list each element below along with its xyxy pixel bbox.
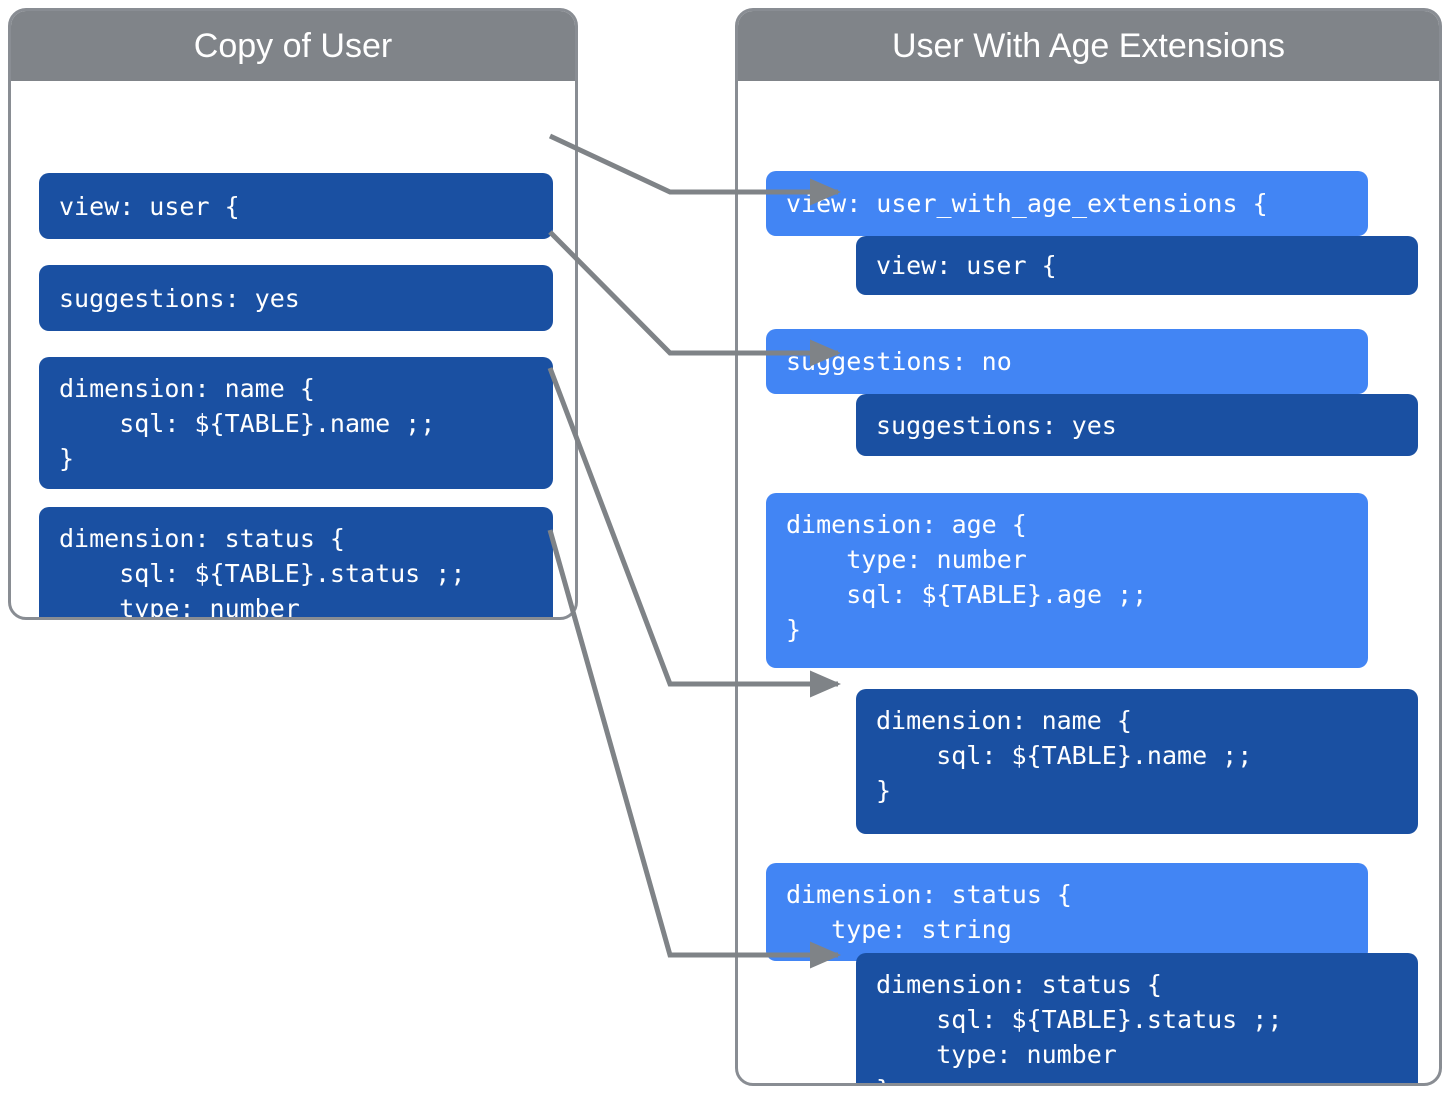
left-dimension-name-block: dimension: name { sql: ${TABLE}.name ;; … [39,357,553,489]
right-suggestions-base-block: suggestions: yes [856,394,1418,456]
panel-copy-of-user: Copy of User view: user { suggestions: y… [8,8,578,620]
right-dimension-name-base-block: dimension: name { sql: ${TABLE}.name ;; … [856,689,1418,834]
left-suggestions-block: suggestions: yes [39,265,553,331]
right-dimension-age-block: dimension: age { type: number sql: ${TAB… [766,493,1368,668]
left-view-block: view: user { [39,173,553,239]
panel-right-title: User With Age Extensions [738,11,1439,81]
left-dimension-status-block: dimension: status { sql: ${TABLE}.status… [39,507,553,617]
panel-left-title: Copy of User [11,11,575,81]
right-view-base-block: view: user { [856,236,1418,295]
right-dimension-status-base-block: dimension: status { sql: ${TABLE}.status… [856,953,1418,1083]
right-dimension-status-extension-block: dimension: status { type: string [766,863,1368,961]
right-view-extension-block: view: user_with_age_extensions { [766,171,1368,236]
right-suggestions-extension-block: suggestions: no [766,329,1368,394]
panel-user-with-age-extensions: User With Age Extensions view: user_with… [735,8,1442,1086]
